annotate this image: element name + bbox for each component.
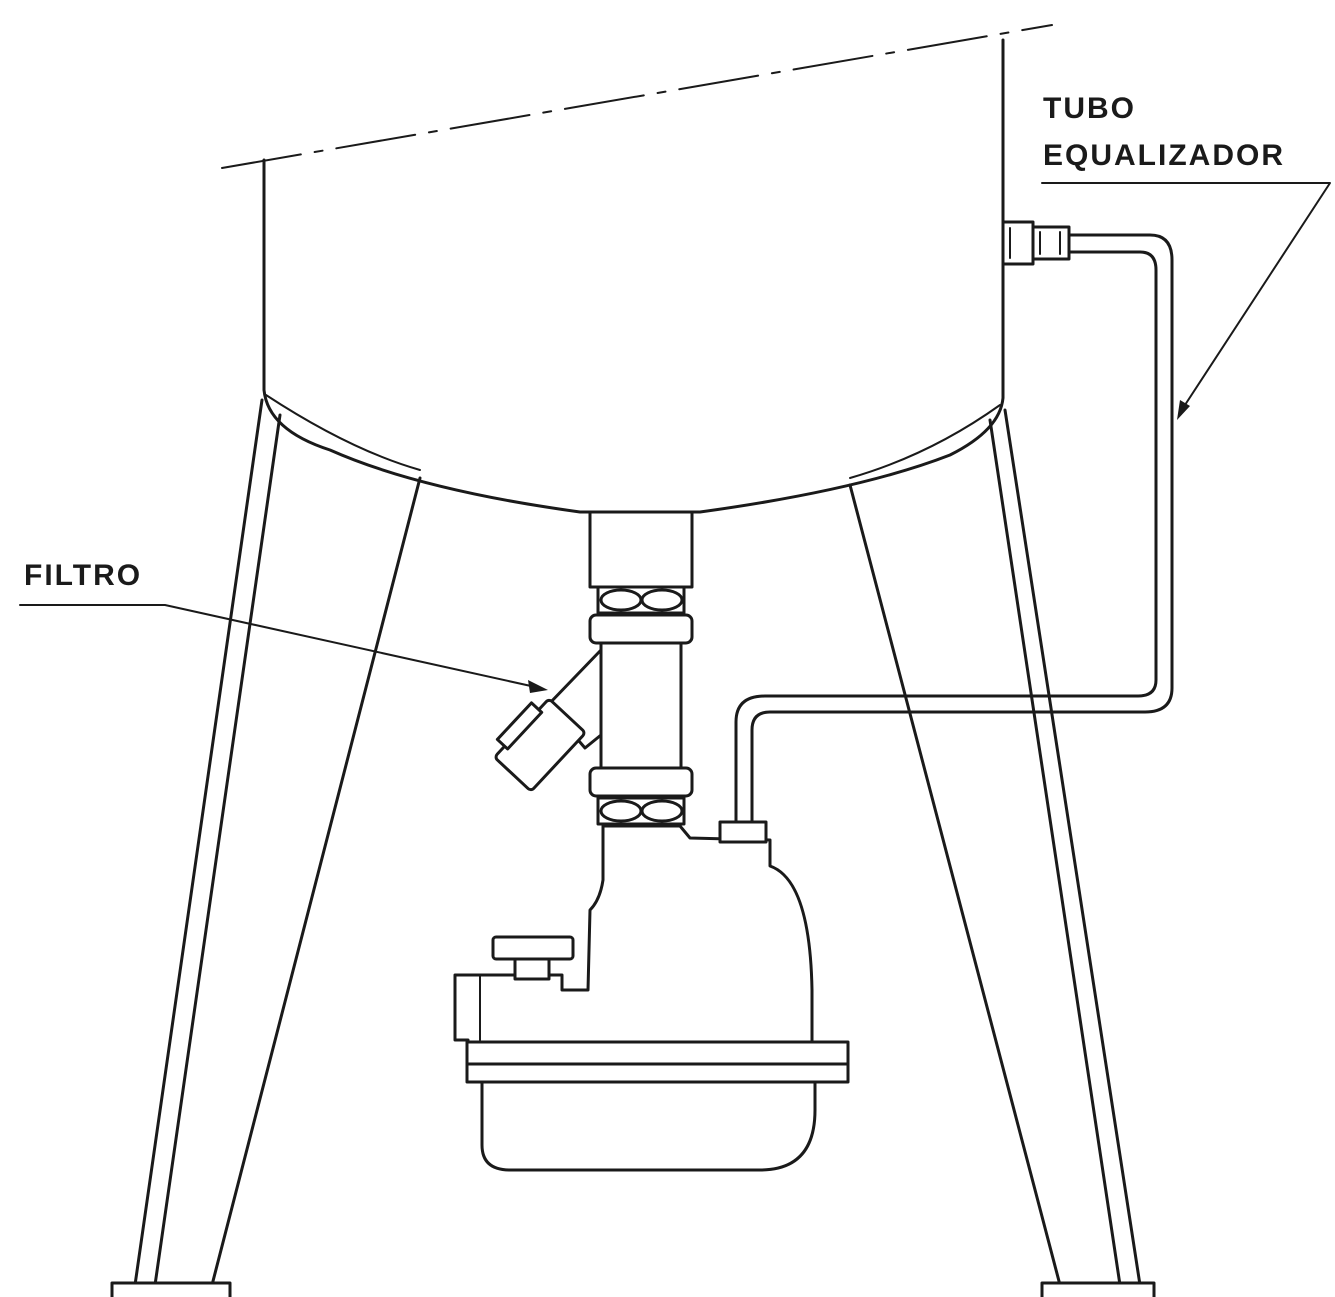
leg-feet xyxy=(110,1281,1156,1297)
tank-legs xyxy=(133,398,1142,1287)
tubo-label: TUBO xyxy=(1043,92,1136,125)
lower-union xyxy=(588,766,694,826)
equalizador-label: EQUALIZADOR xyxy=(1043,139,1285,172)
filtro-label: FILTRO xyxy=(24,559,142,592)
tubo-equalizador-leader xyxy=(1041,182,1331,420)
trap-body xyxy=(453,824,850,1172)
equalizer-tube xyxy=(718,220,1174,844)
tank-top-line xyxy=(221,24,1053,169)
tank-outlet-nozzle xyxy=(588,510,694,589)
filtro-leader xyxy=(19,604,548,693)
y-strainer xyxy=(494,641,683,792)
tank-body xyxy=(262,38,1005,514)
upper-union xyxy=(588,585,694,645)
